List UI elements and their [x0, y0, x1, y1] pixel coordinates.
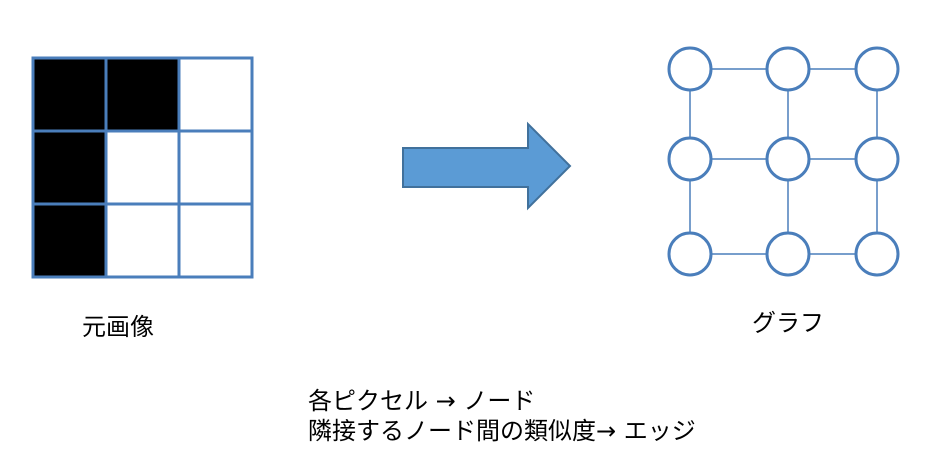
graph-node [765, 136, 811, 182]
pixel-cell [31, 129, 108, 206]
graph-node [667, 231, 713, 277]
graph-node [854, 136, 900, 182]
pixel-cell [104, 129, 181, 206]
pixel-cell [104, 56, 181, 133]
graph-node [667, 136, 713, 182]
pixel-cell [31, 202, 108, 279]
caption-line-similarity-to-edges: 隣接するノード間の類似度→ エッジ [308, 417, 696, 445]
graph-node [667, 46, 713, 92]
graph-node [854, 46, 900, 92]
caption-line-pixels-to-nodes: 各ピクセル → ノード [308, 387, 536, 415]
pixel-grid [31, 56, 254, 279]
pixel-cell [104, 202, 181, 279]
pixel-cell [177, 129, 254, 206]
graph-node [765, 46, 811, 92]
graph-node [854, 231, 900, 277]
pixel-cell [31, 56, 108, 133]
caption: 各ピクセル → ノード 隣接するノード間の類似度→ エッジ [308, 386, 696, 446]
original-image-label: 元画像 [82, 313, 154, 341]
pixel-cell [177, 202, 254, 279]
pixel-cell [177, 56, 254, 133]
graph-nodes [667, 46, 900, 277]
graph-node [765, 231, 811, 277]
graph-edges [689, 68, 878, 255]
conversion-arrow [402, 121, 572, 211]
graph-label: グラフ [752, 309, 824, 337]
